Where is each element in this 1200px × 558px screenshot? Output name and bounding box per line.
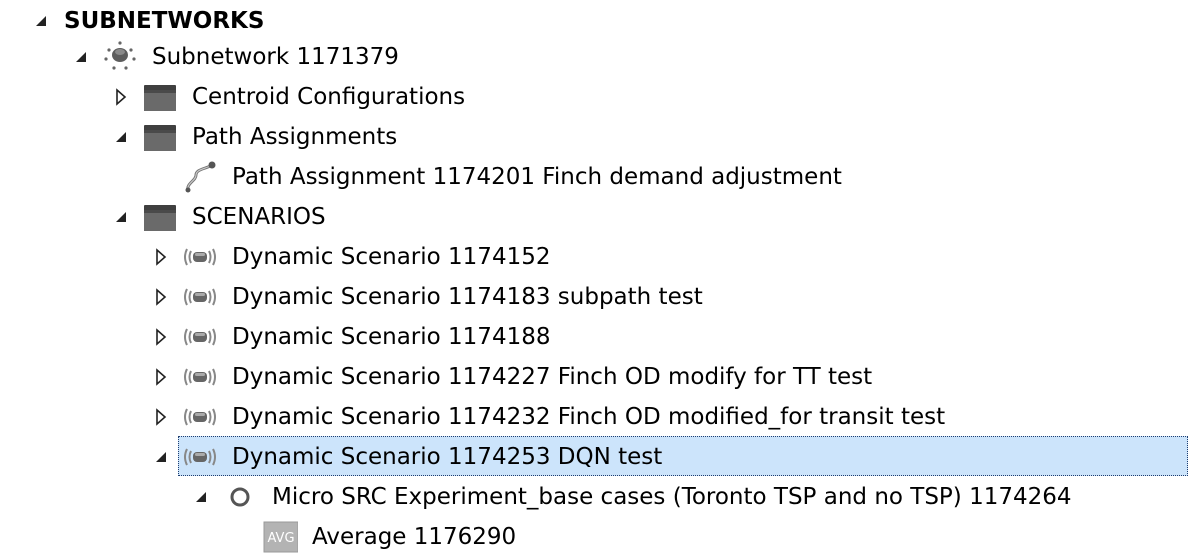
- expanded-arrow-icon[interactable]: [112, 208, 130, 226]
- tree-node-label: Dynamic Scenario 1174183 subpath test: [232, 284, 703, 310]
- expanded-arrow-icon[interactable]: [112, 128, 130, 146]
- experiment-circle-icon: [222, 481, 258, 513]
- dynamic-scenario-icon: [182, 401, 218, 433]
- tree-node-label: Path Assignment 1174201 Finch demand adj…: [232, 164, 842, 190]
- average-icon-text: AVG: [267, 531, 294, 546]
- expanded-arrow-icon[interactable]: [192, 488, 210, 506]
- folder-icon: [142, 121, 178, 153]
- tree-node-label: Dynamic Scenario 1174232 Finch OD modifi…: [232, 404, 946, 430]
- expanded-arrow-icon[interactable]: [72, 48, 90, 66]
- expanded-arrow-icon[interactable]: [32, 12, 50, 30]
- tree-node-dynamic-scenario[interactable]: Dynamic Scenario 1174188: [0, 317, 1200, 357]
- tree-node-subnetworks[interactable]: SUBNETWORKS: [0, 1, 1200, 41]
- path-assignment-icon: [182, 161, 218, 193]
- dynamic-scenario-icon: [182, 321, 218, 353]
- tree-node-experiment[interactable]: Micro SRC Experiment_base cases (Toronto…: [0, 477, 1200, 517]
- tree-node-dynamic-scenario[interactable]: Dynamic Scenario 1174152: [0, 237, 1200, 277]
- folder-icon: [142, 201, 178, 233]
- tree-node-label: Dynamic Scenario 1174188: [232, 324, 551, 350]
- expanded-arrow-icon[interactable]: [152, 448, 170, 466]
- tree-node-label: Average 1176290: [312, 524, 517, 550]
- tree-node-dynamic-scenario-selected[interactable]: Dynamic Scenario 1174253 DQN test: [0, 437, 1200, 477]
- collapsed-arrow-icon[interactable]: [152, 288, 170, 306]
- tree-node-path-assignments[interactable]: Path Assignments: [0, 117, 1200, 157]
- collapsed-arrow-icon[interactable]: [152, 368, 170, 386]
- tree-node-average[interactable]: AVG Average 1176290: [0, 517, 1200, 557]
- dynamic-scenario-icon: [182, 281, 218, 313]
- tree-node-scenarios[interactable]: SCENARIOS: [0, 197, 1200, 237]
- subnetwork-icon: [102, 41, 138, 73]
- tree-node-label: Dynamic Scenario 1174227 Finch OD modify…: [232, 364, 873, 390]
- collapsed-arrow-icon[interactable]: [112, 88, 130, 106]
- dynamic-scenario-icon: [182, 361, 218, 393]
- tree-node-label: SCENARIOS: [192, 204, 326, 230]
- tree-node-label: Micro SRC Experiment_base cases (Toronto…: [272, 484, 1072, 510]
- tree-node-label: Dynamic Scenario 1174152: [232, 244, 551, 270]
- tree-node-label: SUBNETWORKS: [64, 8, 265, 34]
- tree-node-dynamic-scenario[interactable]: Dynamic Scenario 1174232 Finch OD modifi…: [0, 397, 1200, 437]
- collapsed-arrow-icon[interactable]: [152, 408, 170, 426]
- tree-node-dynamic-scenario[interactable]: Dynamic Scenario 1174183 subpath test: [0, 277, 1200, 317]
- dynamic-scenario-icon: [182, 441, 218, 473]
- collapsed-arrow-icon[interactable]: [152, 248, 170, 266]
- tree-node-label: Subnetwork 1171379: [152, 44, 399, 70]
- dynamic-scenario-icon: [182, 241, 218, 273]
- tree-node-label: Centroid Configurations: [192, 84, 466, 110]
- tree-node-path-assignment[interactable]: Path Assignment 1174201 Finch demand adj…: [0, 157, 1200, 197]
- average-icon: AVG: [262, 521, 298, 553]
- selection-highlight: [178, 436, 1188, 476]
- tree-node-centroid-configurations[interactable]: Centroid Configurations: [0, 77, 1200, 117]
- tree-node-dynamic-scenario[interactable]: Dynamic Scenario 1174227 Finch OD modify…: [0, 357, 1200, 397]
- folder-icon: [142, 81, 178, 113]
- tree-node-label: Dynamic Scenario 1174253 DQN test: [232, 444, 663, 470]
- tree-node-label: Path Assignments: [192, 124, 398, 150]
- tree-node-subnetwork[interactable]: Subnetwork 1171379: [0, 37, 1200, 77]
- collapsed-arrow-icon[interactable]: [152, 328, 170, 346]
